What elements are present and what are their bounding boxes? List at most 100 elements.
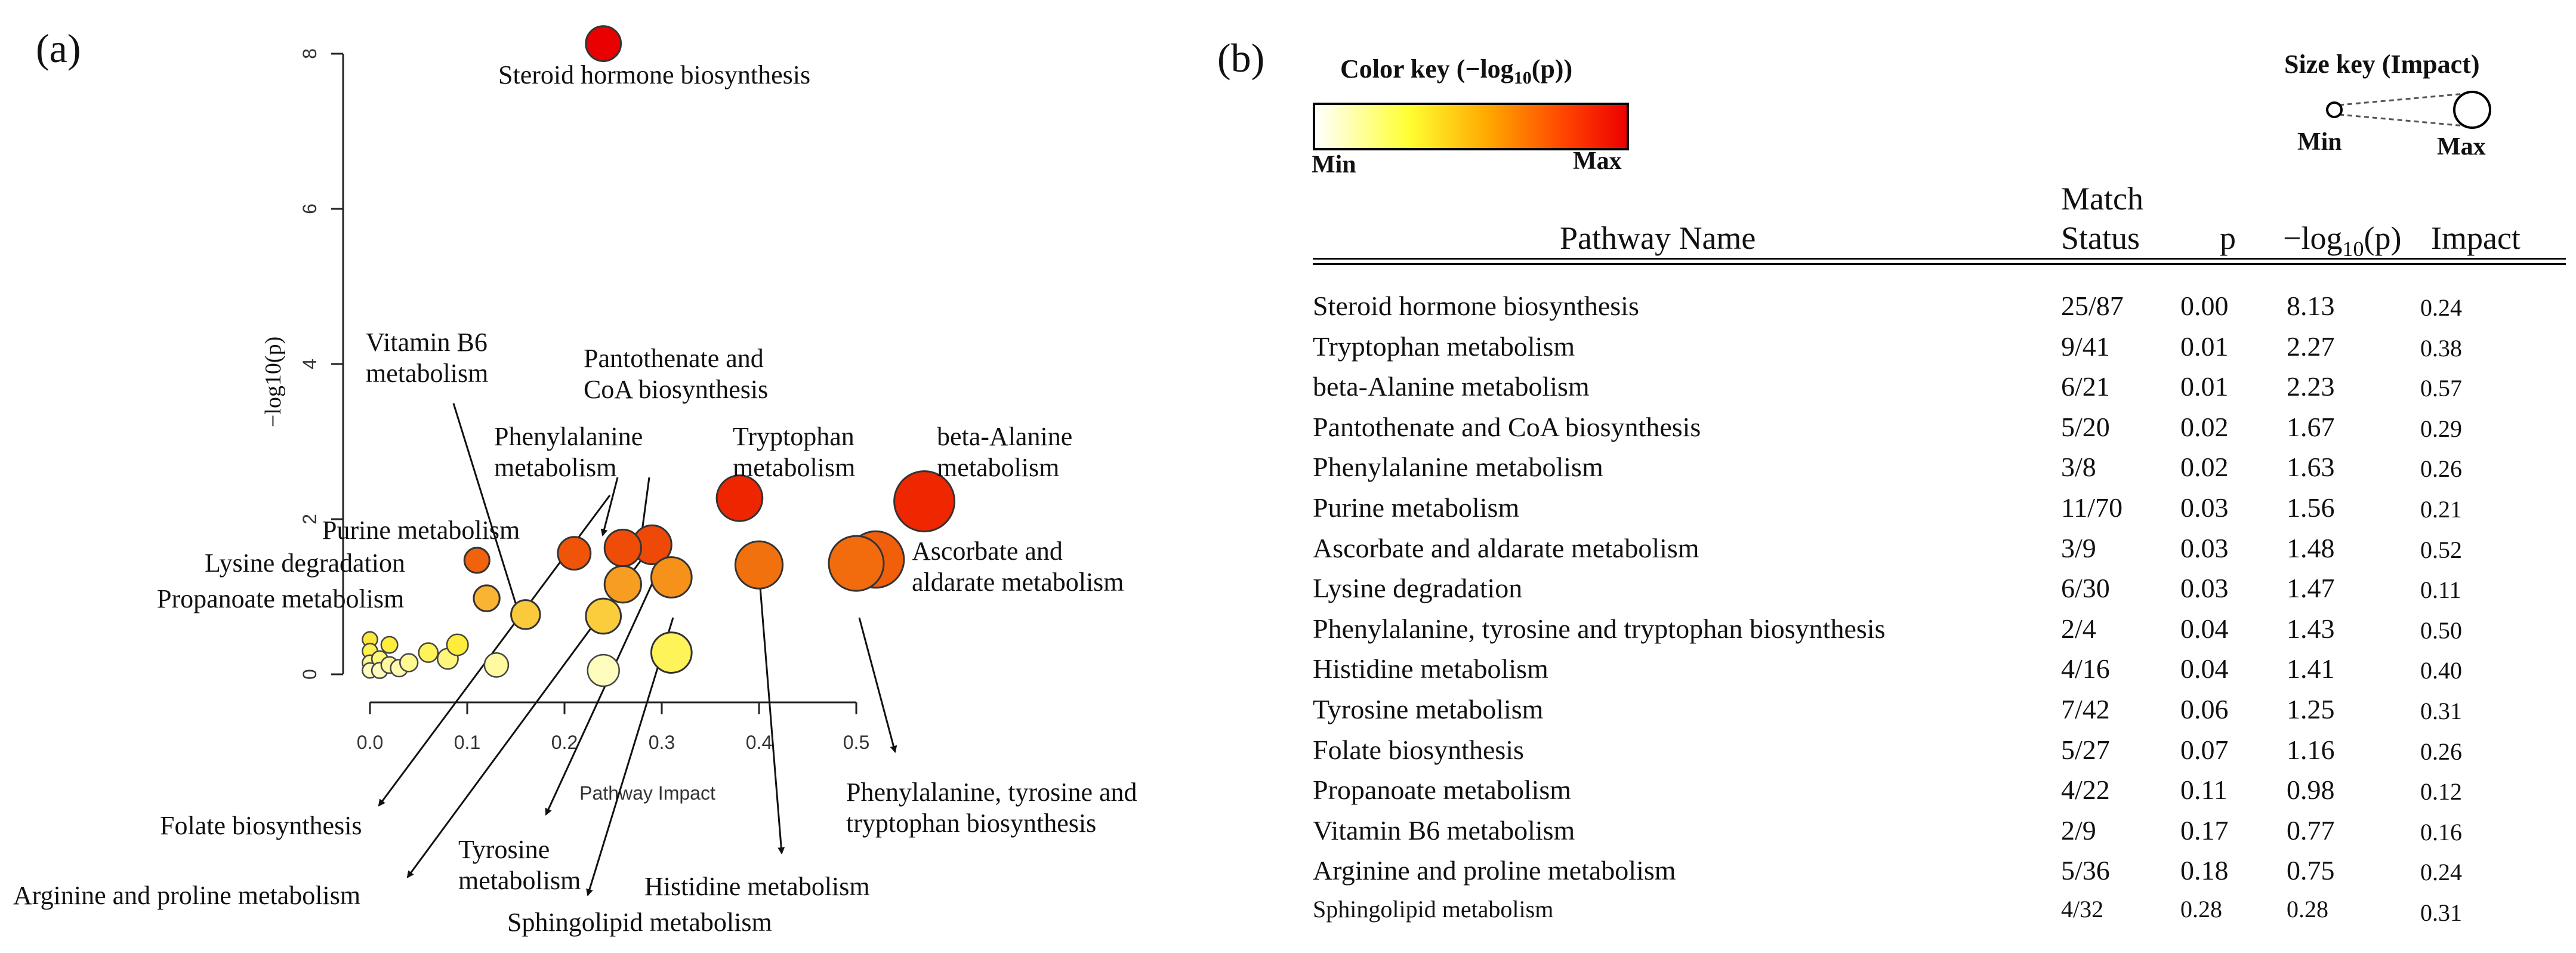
pathway-point — [510, 599, 541, 630]
row-neglog10p: 1.56 — [2287, 492, 2335, 523]
pathway-point — [463, 547, 490, 574]
row-impact: 0.50 — [2420, 616, 2462, 644]
header-match-line2: Status — [2061, 220, 2140, 256]
row-pathway-name: Tyrosine metabolism — [1313, 694, 1544, 724]
row-impact: 0.31 — [2420, 698, 2462, 724]
pathway-point — [603, 565, 642, 604]
row-pathway-name: Lysine degradation — [1313, 573, 1523, 604]
x-tick-label: 0.1 — [454, 732, 480, 753]
row-pathway-name: Phenylalanine metabolism — [1313, 452, 1603, 483]
y-tick-label: 0 — [299, 669, 320, 680]
row-neglog10p: 0.75 — [2287, 855, 2335, 886]
row-match-status: 6/30 — [2061, 573, 2110, 604]
row-impact: 0.29 — [2420, 415, 2462, 442]
row-match-status: 3/8 — [2061, 452, 2096, 483]
row-neglog10p: 1.25 — [2287, 694, 2335, 724]
header-rule-bottom — [1313, 263, 2566, 265]
x-axis-label: Pathway Impact — [579, 782, 715, 804]
row-match-status: 5/36 — [2061, 855, 2110, 886]
pathway-point — [650, 556, 693, 599]
row-p-value: 0.00 — [2180, 291, 2229, 321]
point-annotation: Histidine metabolism — [644, 872, 870, 901]
row-p-value: 0.03 — [2180, 532, 2229, 563]
row-pathway-name: Histidine metabolism — [1313, 653, 1548, 684]
size-key-graphic — [2326, 91, 2491, 129]
pathway-point — [893, 470, 956, 533]
row-match-status: 2/4 — [2061, 613, 2096, 644]
pathway-point — [473, 584, 501, 612]
pathway-point — [715, 474, 764, 522]
color-key-max: Max — [1573, 147, 1622, 175]
row-match-status: 25/87 — [2061, 291, 2124, 321]
row-match-status: 6/21 — [2061, 371, 2110, 402]
row-neglog10p: 1.43 — [2287, 613, 2335, 644]
y-axis-label: −log10(p) — [261, 337, 286, 427]
row-match-status: 5/20 — [2061, 411, 2110, 442]
header-p: p — [2220, 220, 2236, 256]
x-tick-label: 0.0 — [357, 732, 383, 753]
row-impact: 0.31 — [2420, 899, 2462, 926]
row-match-status: 2/9 — [2061, 815, 2096, 846]
x-tick-label: 0.3 — [649, 732, 675, 753]
row-p-value: 0.01 — [2180, 371, 2229, 402]
row-match-status: 4/32 — [2061, 896, 2104, 923]
point-annotation: Lysine degradation — [205, 548, 405, 578]
row-neglog10p: 1.47 — [2287, 573, 2335, 604]
row-impact: 0.12 — [2420, 778, 2462, 806]
row-impact: 0.57 — [2420, 375, 2462, 402]
row-p-value: 0.04 — [2180, 613, 2229, 644]
header-match-line1: Match — [2061, 181, 2143, 217]
row-pathway-name: Tryptophan metabolism — [1313, 331, 1575, 362]
row-p-value: 0.06 — [2180, 694, 2229, 724]
minor-pathway-point — [380, 636, 399, 654]
row-impact: 0.52 — [2420, 536, 2462, 563]
minor-pathway-point — [446, 633, 469, 656]
header-pathway-name: Pathway Name — [1560, 220, 1756, 256]
header-impact: Impact — [2431, 220, 2521, 256]
pathway-point — [557, 536, 592, 571]
row-neglog10p: 2.23 — [2287, 371, 2335, 402]
size-key-guide-top — [2339, 92, 2472, 106]
row-match-status: 7/42 — [2061, 694, 2110, 724]
row-p-value: 0.02 — [2180, 411, 2229, 442]
row-pathway-name: Vitamin B6 metabolism — [1313, 815, 1575, 846]
size-key-max: Max — [2437, 133, 2486, 161]
pathway-point — [585, 25, 622, 62]
annotation-arrow — [600, 477, 619, 536]
x-tick-label: 0.4 — [746, 732, 772, 753]
row-match-status: 11/70 — [2061, 492, 2123, 523]
annotation-arrow — [452, 403, 521, 616]
row-impact: 0.40 — [2420, 657, 2462, 684]
point-annotation: Arginine and proline metabolism — [13, 881, 360, 910]
row-impact: 0.11 — [2420, 576, 2461, 604]
row-match-status: 4/22 — [2061, 775, 2110, 806]
row-pathway-name: Steroid hormone biosynthesis — [1313, 291, 1639, 321]
panel-b-label: (b) — [1217, 35, 1265, 81]
pathway-point — [828, 535, 885, 592]
size-key-title: Size key (Impact) — [2284, 50, 2480, 79]
row-neglog10p: 1.41 — [2287, 653, 2335, 684]
row-pathway-name: beta-Alanine metabolism — [1313, 371, 1590, 402]
row-impact: 0.38 — [2420, 334, 2462, 362]
row-neglog10p: 8.13 — [2287, 291, 2335, 321]
row-impact: 0.24 — [2420, 294, 2462, 321]
header-neglog10p: −log10(p) — [2283, 220, 2402, 261]
pathway-point — [603, 528, 642, 568]
size-key-max-circle — [2453, 91, 2491, 129]
row-p-value: 0.01 — [2180, 331, 2229, 362]
point-annotation: Propanoate metabolism — [157, 584, 404, 613]
row-neglog10p: 1.16 — [2287, 734, 2335, 765]
row-pathway-name: Propanoate metabolism — [1313, 775, 1572, 806]
minor-pathway-point — [399, 653, 419, 673]
header-rule-top — [1313, 258, 2566, 260]
pathway-point — [734, 540, 784, 590]
